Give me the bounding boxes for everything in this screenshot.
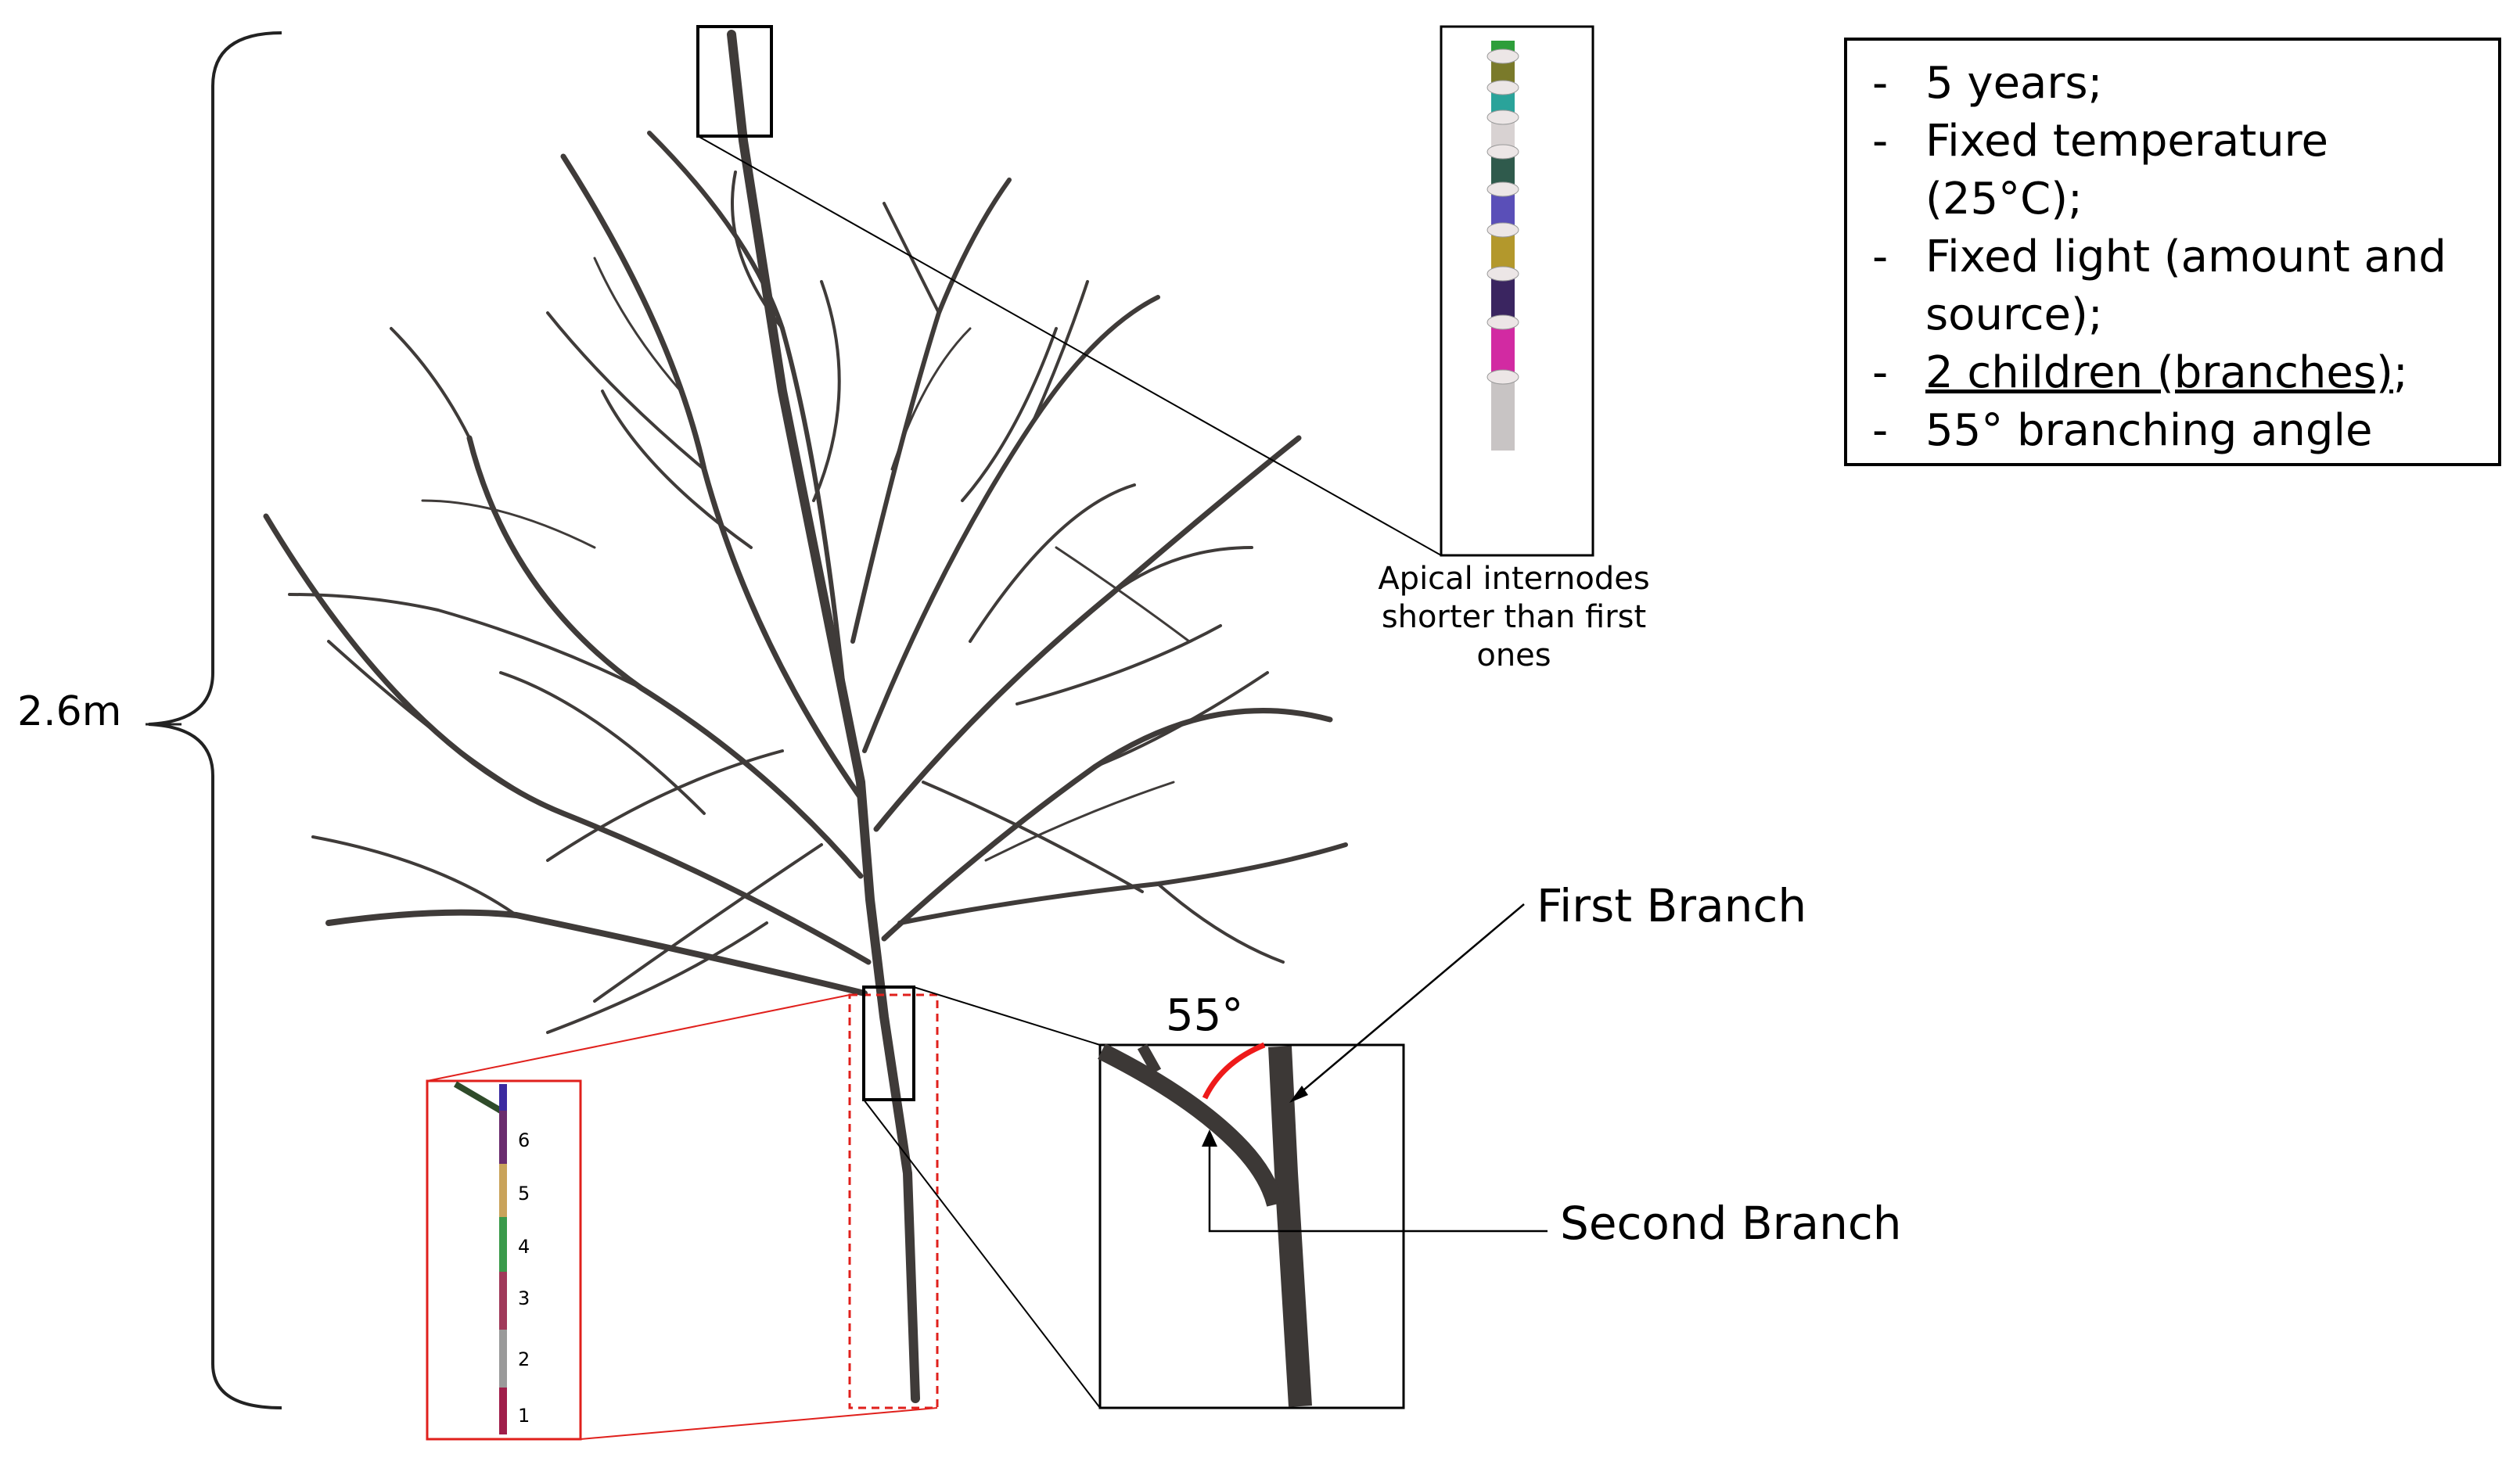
branch-zoom-inset-box [1098,1043,1405,1409]
height-brace [148,31,282,1409]
base-zoom-source-box [848,993,939,1409]
base-connector-top [426,994,850,1082]
branch-connector-bottom [863,1099,1101,1409]
apical-internode-stack [1486,41,1519,451]
apical-internode [1491,377,1515,451]
base-inset-branch [453,1081,503,1114]
apical-node [1486,181,1519,197]
parameter-item-angle: 55° branching angle [1866,402,2479,460]
apical-node [1486,314,1519,330]
segment-label-6: 6 [518,1129,530,1151]
base-internode [499,1164,507,1217]
segment-label-4: 4 [518,1236,530,1258]
apical-internode [1491,322,1515,377]
base-internode [499,1330,507,1388]
parameter-item-temperature: Fixed temperature (25°C); [1866,113,2479,228]
segment-label-5: 5 [518,1183,530,1205]
apical-zoom-source-box [696,25,773,138]
base-internode-stack [499,1084,507,1434]
simulation-parameters-box: 5 years; Fixed temperature (25°C); Fixed… [1844,38,2501,466]
branch-connector-top [913,986,1101,1046]
parameter-item-light: Fixed light (amount and source); [1866,228,2479,344]
parameter-item-children: 2 children (branches); [1866,344,2479,402]
segment-label-2: 2 [518,1348,530,1370]
base-internode [499,1272,507,1330]
segment-label-3: 3 [518,1287,530,1309]
first-branch-label: First Branch [1537,879,1807,932]
apical-internode [1491,274,1515,322]
apical-node [1486,144,1519,160]
base-internode [499,1217,507,1272]
first-branch-arrow [1289,903,1525,1103]
apical-node [1486,222,1519,238]
second-branch-label: Second Branch [1560,1197,1902,1250]
segment-label-1: 1 [518,1405,530,1427]
tree-canopy [263,30,1348,1403]
base-internode-top [499,1084,507,1111]
branch-zoom-source-box [862,986,915,1101]
tree-height-label: 2.6m [17,688,122,735]
angle-arc [1202,1042,1266,1100]
apical-connector-line [697,135,1442,556]
second-branch-arrow [1202,1129,1548,1233]
branching-angle-label: 55° [1166,990,1244,1041]
apical-node [1486,110,1519,125]
apical-node [1486,80,1519,95]
base-internode [499,1111,507,1164]
apical-node [1486,48,1519,64]
base-connector-bottom [580,1407,938,1440]
apical-node [1486,266,1519,282]
base-internode [499,1388,507,1434]
apical-internodes-caption: Apical internodes shorter than first one… [1378,561,1650,673]
apical-node [1486,369,1519,385]
parameter-item-years: 5 years; [1866,55,2479,113]
branch-inset-drawing [1098,1043,1312,1407]
apical-zoom-inset-box [1440,25,1594,557]
